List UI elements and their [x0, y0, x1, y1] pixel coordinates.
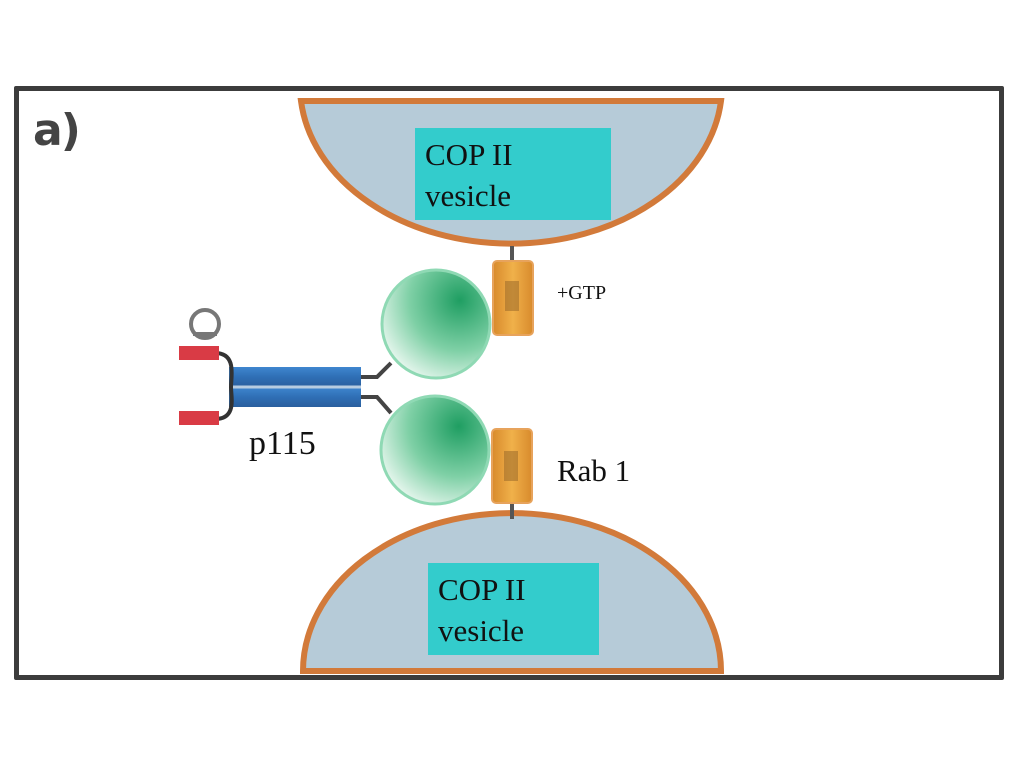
p115-label: p115	[249, 425, 316, 462]
rab-protein-top	[492, 260, 534, 336]
panel-label: a)	[33, 105, 81, 156]
p115-head-tip-top	[179, 346, 219, 360]
p115-globular-domain-bottom	[379, 394, 491, 506]
vesicle-bottom-label: COP II vesicle	[428, 563, 599, 655]
p115-linker-bottom	[359, 395, 393, 415]
rab-label: Rab 1	[557, 453, 631, 488]
ring-symbol	[189, 308, 221, 340]
p115-linker-top	[359, 361, 393, 379]
p115-globular-domain-top	[380, 268, 492, 380]
p115-head-arms	[214, 351, 234, 421]
vesicle-bottom-label-line2: vesicle	[438, 613, 525, 648]
rab-protein-bottom	[491, 428, 533, 504]
vesicle-bottom-label-line1: COP II	[438, 572, 526, 607]
p115-head-tip-bottom	[179, 411, 219, 425]
diagram-frame: a) COP II vesicle COP II vesicle +GTP Ra…	[14, 86, 1004, 680]
vesicle-top-label: COP II vesicle	[415, 128, 611, 220]
gtp-label: +GTP	[557, 282, 607, 304]
tethering-diagram	[179, 98, 725, 674]
vesicle-top-label-line1: COP II	[425, 137, 513, 172]
p115-rod	[229, 367, 361, 407]
vesicle-top-label-line2: vesicle	[425, 178, 512, 213]
